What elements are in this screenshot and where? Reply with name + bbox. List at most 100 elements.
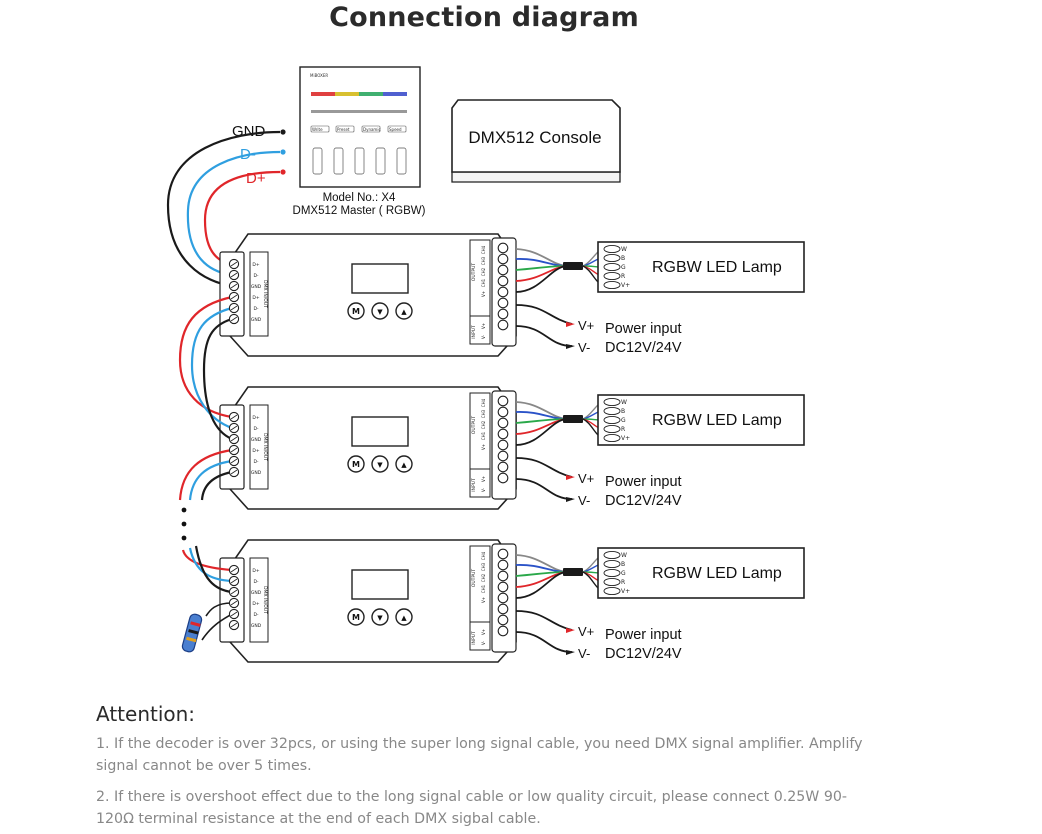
input-pin-label: V-	[481, 640, 486, 645]
power-spec-label: DC12V/24V	[605, 646, 682, 662]
input-label: INPUT	[471, 631, 477, 645]
master-signal-wires	[166, 130, 281, 288]
dmx-pin-label: GND	[251, 317, 262, 323]
output-pin-label: CH2	[481, 573, 486, 582]
lamp-pin-label: V+	[621, 435, 630, 442]
output-terminal	[497, 570, 509, 582]
lamp-label: RGBW LED Lamp	[652, 412, 782, 429]
dmx-pin-label: GND	[251, 284, 262, 290]
dmx-pin-label: GND	[251, 590, 262, 596]
output-terminal	[497, 581, 509, 593]
attention-heading: Attention:	[96, 702, 196, 726]
power-spec-label: DC12V/24V	[605, 340, 682, 356]
master-desc-label: DMX512 Master ( RGBW)	[293, 205, 426, 217]
output-terminal	[497, 625, 509, 637]
output-pin-label: CH1	[481, 431, 486, 440]
output-label: OUTPUT	[471, 263, 477, 282]
lamp-pin-label: R	[621, 579, 625, 586]
output-pin-label: CH3	[481, 409, 486, 418]
decoder-2	[219, 386, 805, 510]
vplus-label: V+	[578, 471, 594, 486]
vminus-label: V-	[578, 340, 590, 355]
dmx-console	[451, 99, 621, 183]
output-terminal	[497, 603, 509, 615]
power-input-label: Power input	[605, 321, 682, 337]
output-terminal	[497, 559, 509, 571]
dmx-pin-label: D-	[253, 426, 258, 432]
input-pin-label: V-	[481, 487, 486, 492]
up-button: ▲	[401, 461, 407, 469]
dmx-pin-label: D+	[252, 262, 259, 268]
lamp-pin-label: R	[621, 426, 625, 433]
output-pin-label: V+	[481, 291, 486, 297]
console-label: DMX512 Console	[468, 128, 601, 147]
output-terminal	[497, 297, 509, 309]
mode-button: M	[352, 307, 360, 316]
output-pin-label: CH2	[481, 267, 486, 276]
vplus-label: V+	[578, 318, 594, 333]
output-pin-label: CH4	[481, 245, 486, 254]
output-pin-label: V+	[481, 597, 486, 603]
output-terminal	[497, 614, 509, 626]
down-button: ▼	[377, 308, 383, 316]
lamp-pin-label: G	[621, 264, 626, 271]
dmx-pin-label: D-	[253, 459, 258, 465]
output-terminal	[497, 472, 509, 484]
down-button: ▼	[377, 614, 383, 622]
input-pin-label: V-	[481, 334, 486, 339]
dmx-port-label: DMX IN/OUT	[262, 280, 268, 308]
continuation-dots	[181, 507, 187, 541]
output-terminal	[497, 308, 509, 320]
dmx-pin-label: D+	[252, 448, 259, 454]
lamp-pin-label: W	[621, 399, 627, 406]
master-button-3-label: Dynamic	[363, 127, 381, 132]
dmx-pin-label: D-	[253, 273, 258, 279]
up-button: ▲	[401, 614, 407, 622]
mode-button: M	[352, 613, 360, 622]
lamp-pin-label: G	[621, 417, 626, 424]
dmx-master-panel: MiBOXER Write Preset Dynamic Speed	[280, 66, 421, 188]
output-pin-label: CH4	[481, 398, 486, 407]
dmx-pin-label: GND	[251, 437, 262, 443]
output-pin-label: CH3	[481, 256, 486, 265]
connection-diagram: MiBOXER Write Preset Dynamic Speed Model…	[166, 66, 805, 663]
dmx-pin-label: D+	[252, 295, 259, 301]
input-pin-label: V+	[481, 323, 486, 329]
page-title: Connection diagram	[329, 2, 639, 33]
output-terminal	[497, 450, 509, 462]
attention-note-2: 2. If there is overshoot effect due to t…	[96, 789, 847, 827]
dmx-port-label: DMX IN/OUT	[262, 433, 268, 461]
vminus-label: V-	[578, 646, 590, 661]
master-model-label: Model No.: X4	[323, 192, 396, 204]
master-button-4-label: Speed	[389, 127, 402, 132]
daisy-chain-wires	[178, 295, 233, 594]
output-label: OUTPUT	[471, 416, 477, 435]
lamp-pin-label: B	[621, 255, 625, 262]
lamp-pin-label: W	[621, 552, 627, 559]
power-input-label: Power input	[605, 474, 682, 490]
dmx-pin-label: D-	[253, 579, 258, 585]
up-button: ▲	[401, 308, 407, 316]
master-button-1-label: Write	[312, 127, 323, 132]
output-terminal	[497, 592, 509, 604]
output-terminal	[497, 406, 509, 418]
vminus-label: V-	[578, 493, 590, 508]
master-brand: MiBOXER	[310, 73, 328, 78]
vplus-label: V+	[578, 624, 594, 639]
lamp-pin-label: B	[621, 408, 625, 415]
power-spec-label: DC12V/24V	[605, 493, 682, 509]
dmx-pin-label: GND	[251, 470, 262, 476]
output-pin-label: CH2	[481, 420, 486, 429]
output-terminal	[497, 242, 509, 254]
decoder-1	[219, 233, 805, 357]
lamp-pin-label: G	[621, 570, 626, 577]
decoder-3	[219, 539, 805, 663]
attention-note-1: 1. If the decoder is over 32pcs, or usin…	[96, 736, 863, 774]
output-terminal	[497, 548, 509, 560]
dmx-pin-label: D+	[252, 415, 259, 421]
output-terminal	[497, 253, 509, 265]
dmx-pin-label: GND	[251, 623, 262, 629]
output-terminal	[497, 461, 509, 473]
output-terminal	[497, 395, 509, 407]
